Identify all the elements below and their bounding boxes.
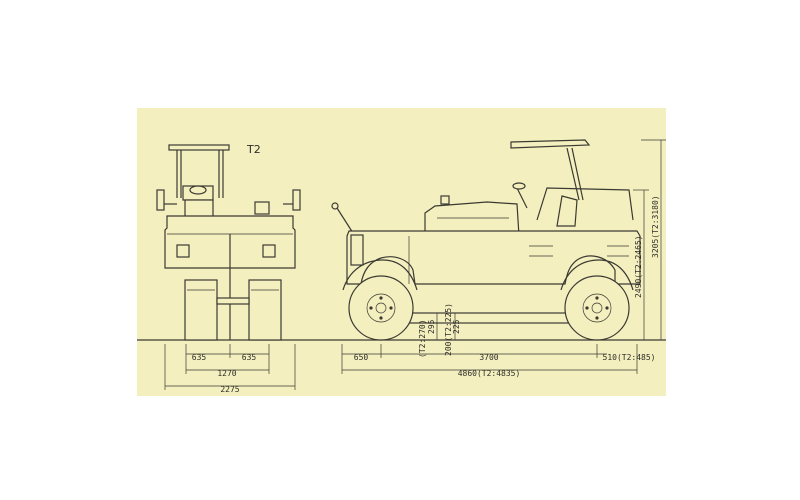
- side-canopy: [510, 139, 591, 149]
- side-dim-clearance-200: 200(T2:225): [444, 303, 453, 356]
- front-left-wheel: [184, 279, 218, 341]
- view-label-t2: T2: [246, 143, 261, 156]
- side-steering-wheel: [512, 182, 526, 190]
- side-dim-front-overhang: 650: [354, 353, 369, 362]
- side-rear-wheel: [564, 275, 630, 341]
- side-seat: [556, 195, 578, 227]
- side-dim-rops-height: 2490(T2:2465): [634, 235, 643, 298]
- front-dim-track: 1270: [217, 369, 236, 378]
- front-canopy: [168, 144, 230, 151]
- front-right-wheel: [248, 279, 282, 341]
- front-view: [156, 144, 301, 390]
- drawing-sheet: T2 635 635 1270 2275: [137, 108, 666, 396]
- side-front-wheel: [348, 275, 414, 341]
- side-dim-clearance-295: 295: [427, 319, 436, 334]
- side-dim-wheelbase: 3700: [479, 353, 498, 362]
- side-dim-clearance-t2-270: (T2:270): [418, 319, 427, 358]
- side-frame: [388, 312, 570, 324]
- side-dim-overall-length: 4860(T2:4835): [458, 369, 521, 378]
- front-dim-width: 2275: [220, 385, 239, 394]
- front-dim-half-right: 635: [242, 353, 257, 362]
- side-dim-overall-height: 3205(T2:3180): [651, 195, 660, 258]
- front-dim-half-left: 635: [192, 353, 207, 362]
- technical-drawing: T2 635 635 1270 2275: [137, 139, 666, 394]
- side-body: [346, 230, 641, 285]
- side-view: [331, 139, 666, 374]
- side-dim-clearance-225: 225: [452, 319, 461, 334]
- front-steering-wheel: [189, 185, 207, 195]
- side-dim-rear-overhang: 510(T2:485): [603, 353, 656, 362]
